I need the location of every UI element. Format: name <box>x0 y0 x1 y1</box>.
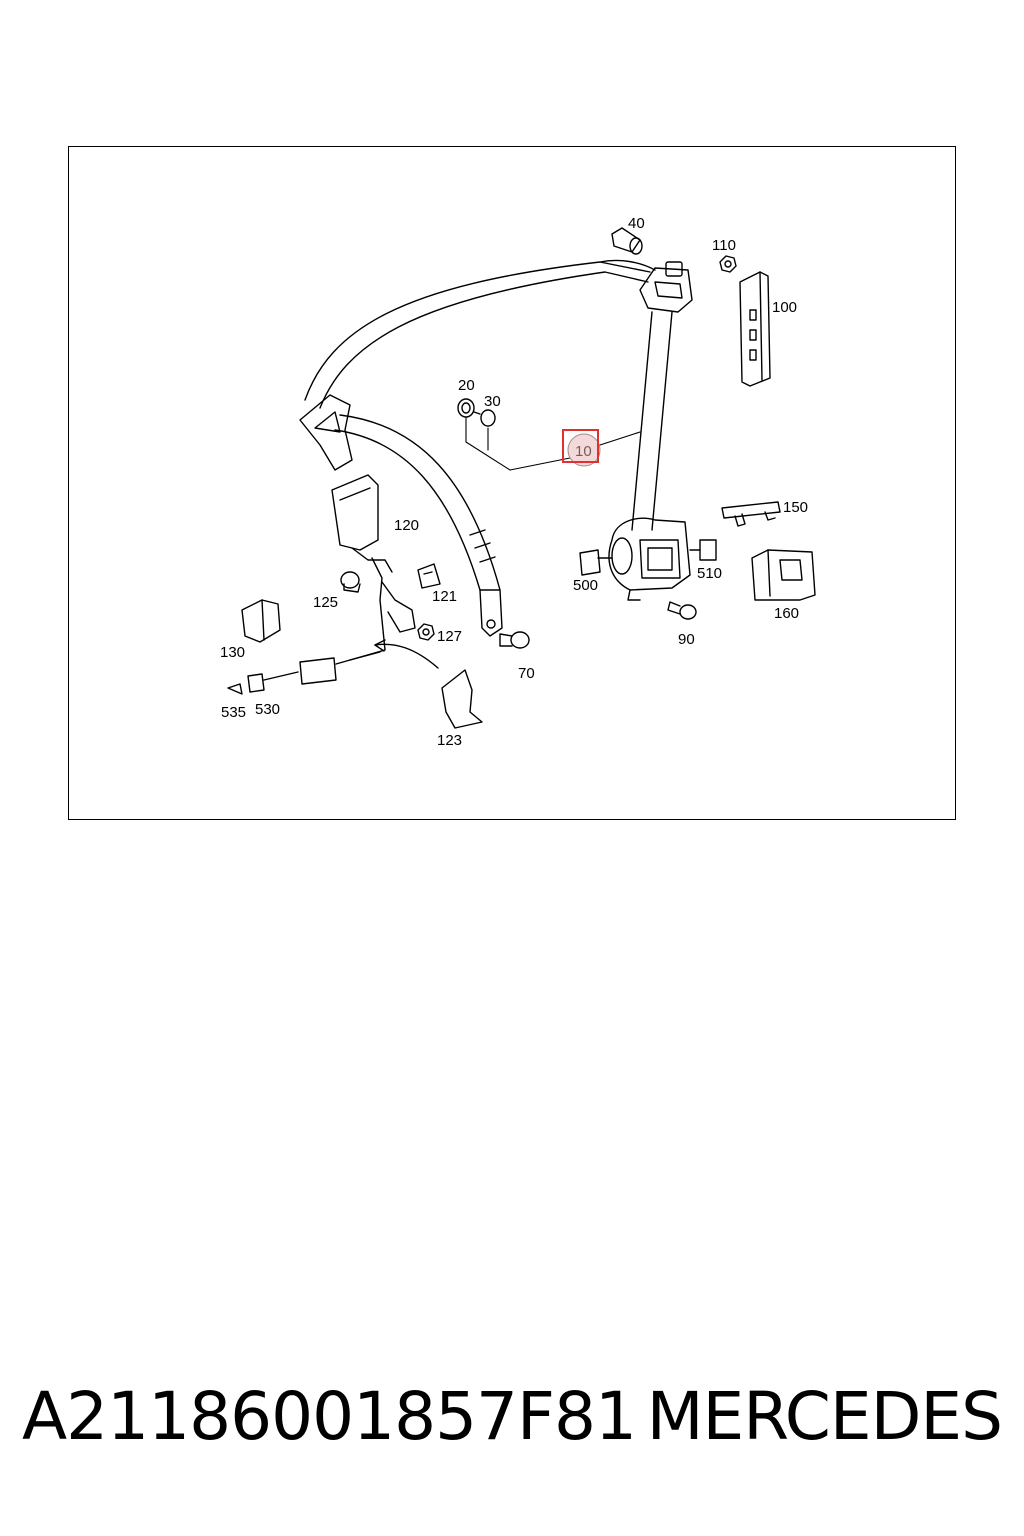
part-127-nut <box>417 623 435 641</box>
belt-vertical <box>631 311 673 531</box>
callout-150: 150 <box>783 499 808 516</box>
part-500-clip <box>579 549 613 576</box>
part-110-nut <box>719 255 737 273</box>
callout-70: 70 <box>518 665 535 682</box>
connector-arrow <box>374 639 439 669</box>
callout-510: 510 <box>697 565 722 582</box>
callout-530: 530 <box>255 701 280 718</box>
part-150-bracket <box>721 501 781 527</box>
callout-100: 100 <box>772 299 797 316</box>
part-90-bolt <box>667 601 697 620</box>
part-120-buckle <box>331 474 416 661</box>
latch-plate <box>299 394 353 471</box>
callout-500: 500 <box>573 577 598 594</box>
callout-535: 535 <box>221 704 246 721</box>
callout-90: 90 <box>678 631 695 648</box>
callout-125: 125 <box>313 594 338 611</box>
connector-plug <box>227 651 381 695</box>
callout-120: 120 <box>394 517 419 534</box>
part-130-cover <box>241 599 281 643</box>
part-20-washer <box>457 398 475 418</box>
part-30-plug <box>473 409 496 427</box>
callout-40: 40 <box>628 215 645 232</box>
part-number: A21186001857F81 <box>22 1378 637 1455</box>
diagram-frame <box>68 146 956 820</box>
lower-anchor-plate <box>479 589 503 637</box>
belt-webbing-lap <box>334 414 501 591</box>
callout-20: 20 <box>458 377 475 394</box>
callout-123: 123 <box>437 732 462 749</box>
brand-name: MERCEDES <box>646 1378 1003 1455</box>
part-160-cover <box>751 549 816 601</box>
footer-caption: A21186001857F81 MERCEDES <box>0 1378 1024 1478</box>
upper-guide-loop <box>639 261 693 313</box>
belt-retractor <box>608 517 691 601</box>
part-70-bolt <box>499 631 530 649</box>
callout-10: 10 <box>575 443 592 460</box>
callout-labels: 10 20 30 40 70 90 100 110 120 121 123 12… <box>220 215 808 749</box>
callout-160: 160 <box>774 605 799 622</box>
callout-121: 121 <box>432 588 457 605</box>
part-40-bolt <box>611 227 643 255</box>
callout-127: 127 <box>437 628 462 645</box>
part-121-clip <box>417 563 441 589</box>
part-510-clip <box>689 539 717 561</box>
part-125-clip <box>340 571 361 593</box>
part-100-rail <box>739 271 771 387</box>
callout-110: 110 <box>712 237 736 254</box>
belt-webbing-upper <box>304 259 656 409</box>
callout-10-highlight <box>562 429 601 467</box>
callout-130: 130 <box>220 644 245 661</box>
callout-30: 30 <box>484 393 501 410</box>
leader-lines-10 <box>465 417 641 471</box>
part-123-bracket <box>441 669 483 729</box>
